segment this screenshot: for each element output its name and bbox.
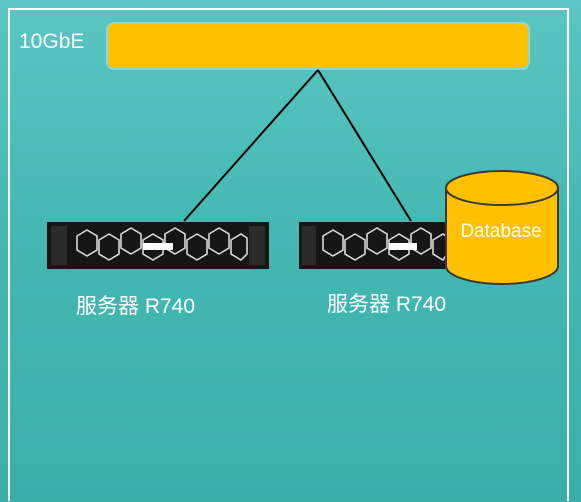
server-left [47,222,269,269]
network-label: 10GbE [19,30,85,53]
server-bezel-icon [299,222,447,269]
link-right [317,69,412,222]
database-icon [445,170,559,285]
server-left-label: 服务器 R740 [76,295,196,318]
network-switch-bar [108,24,528,68]
server-right [299,222,447,269]
link-left [183,69,319,222]
diagram-frame [8,8,569,501]
database-label: Database [460,221,542,242]
server-bezel-icon [47,222,269,269]
server-right-label: 服务器 R740 [327,293,447,316]
